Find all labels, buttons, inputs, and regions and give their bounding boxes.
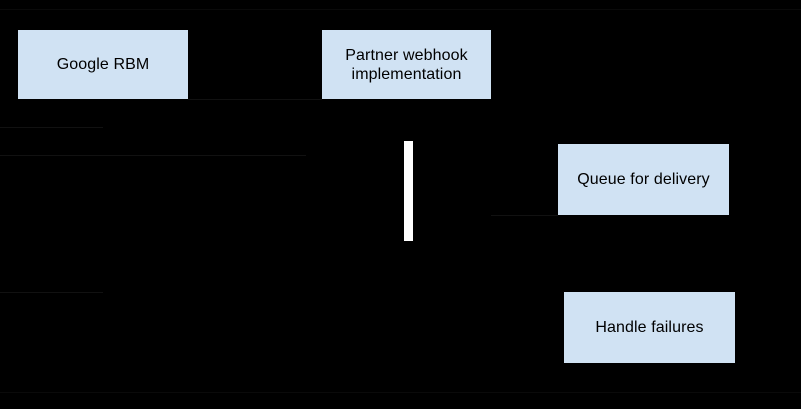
node-partner-webhook-implementation-label: Partner webhook implementation <box>345 46 468 83</box>
node-google-rbm[interactable]: Google RBM <box>18 30 188 99</box>
connector-top-rule <box>0 9 801 10</box>
vertical-marker-icon <box>404 141 413 241</box>
node-google-rbm-label: Google RBM <box>56 56 150 73</box>
node-partner-webhook-implementation[interactable]: Partner webhook implementation <box>322 30 491 99</box>
node-queue-for-delivery-label: Queue for delivery <box>577 171 710 188</box>
node-handle-failures[interactable]: Handle failures <box>564 292 735 363</box>
connector-mid-rule <box>0 155 306 156</box>
connector-rbm-to-webhook <box>188 99 322 100</box>
connector-left-lower <box>0 292 103 293</box>
connector-bottom-rule <box>0 392 801 393</box>
node-queue-for-delivery[interactable]: Queue for delivery <box>558 144 729 215</box>
connector-left-upper <box>0 127 103 128</box>
node-handle-failures-label: Handle failures <box>595 319 704 336</box>
connector-webhook-to-queue <box>491 215 558 216</box>
